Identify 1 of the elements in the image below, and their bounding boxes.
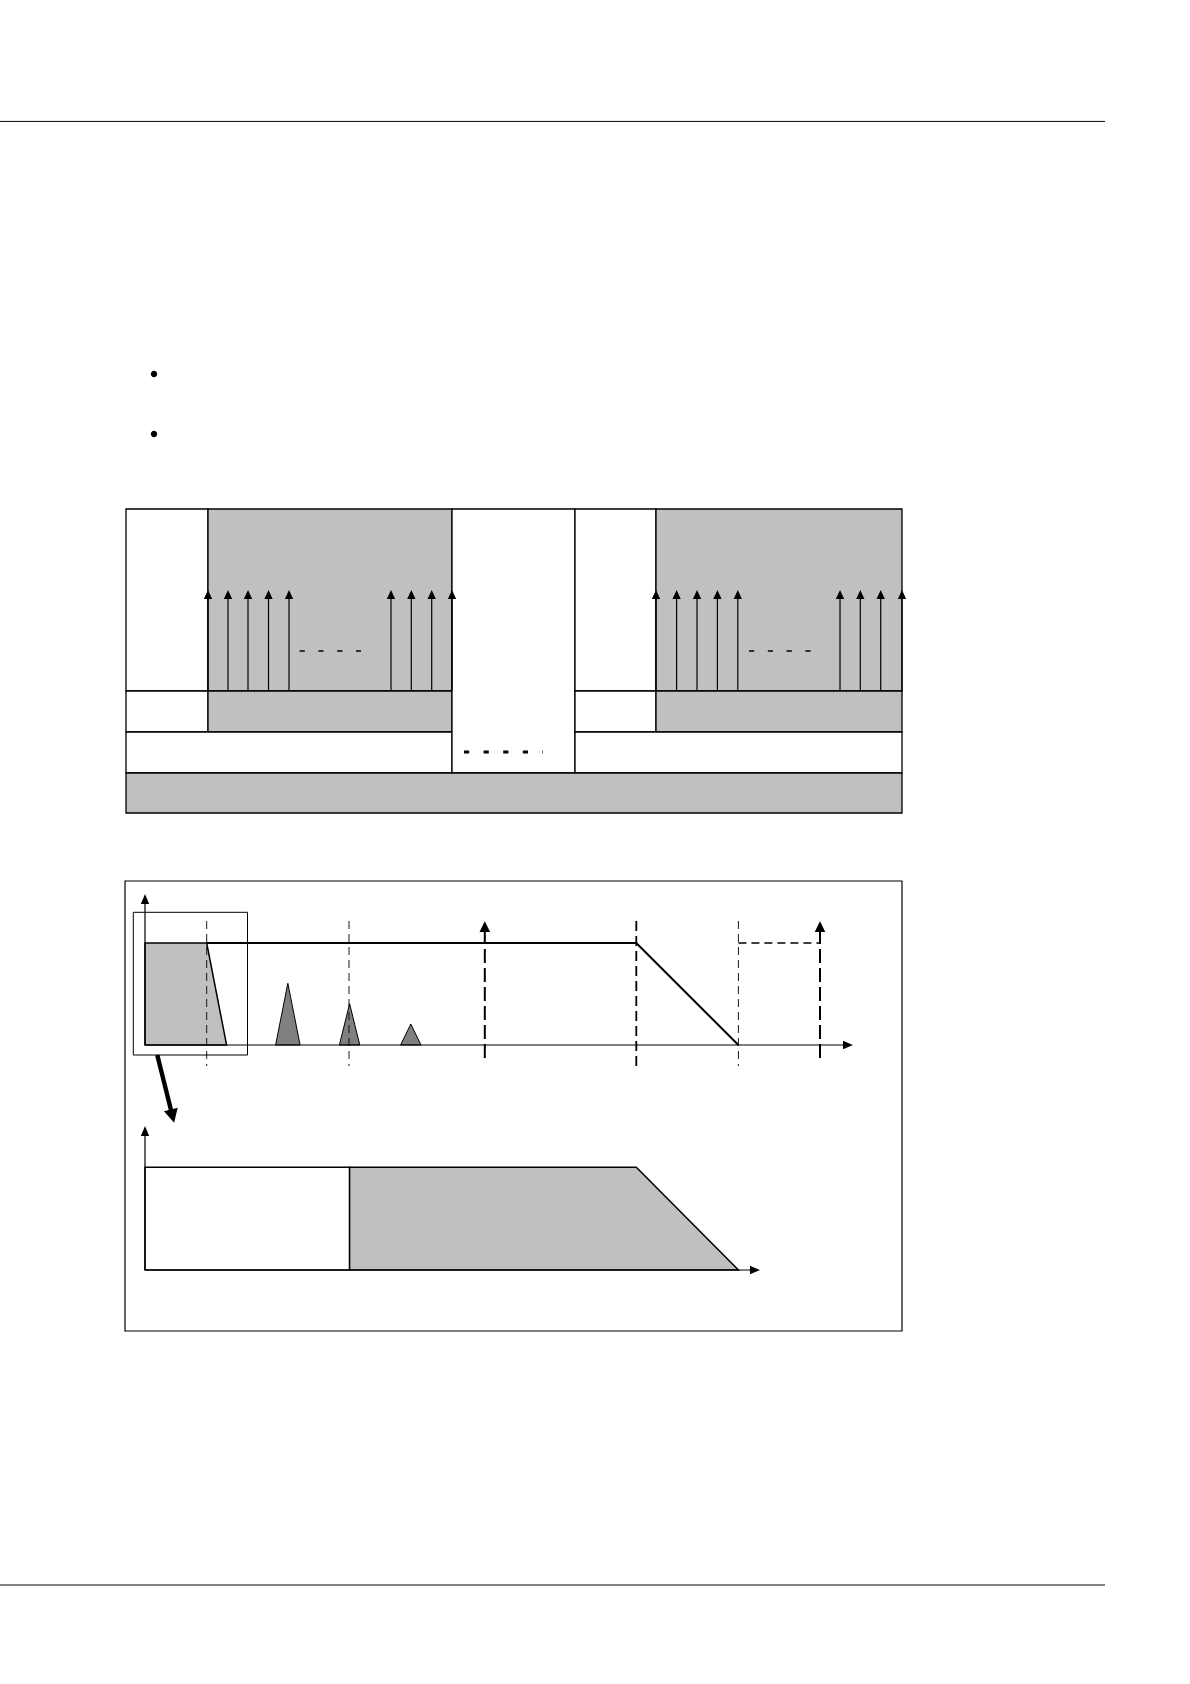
zoom-box [132, 911, 248, 1056]
